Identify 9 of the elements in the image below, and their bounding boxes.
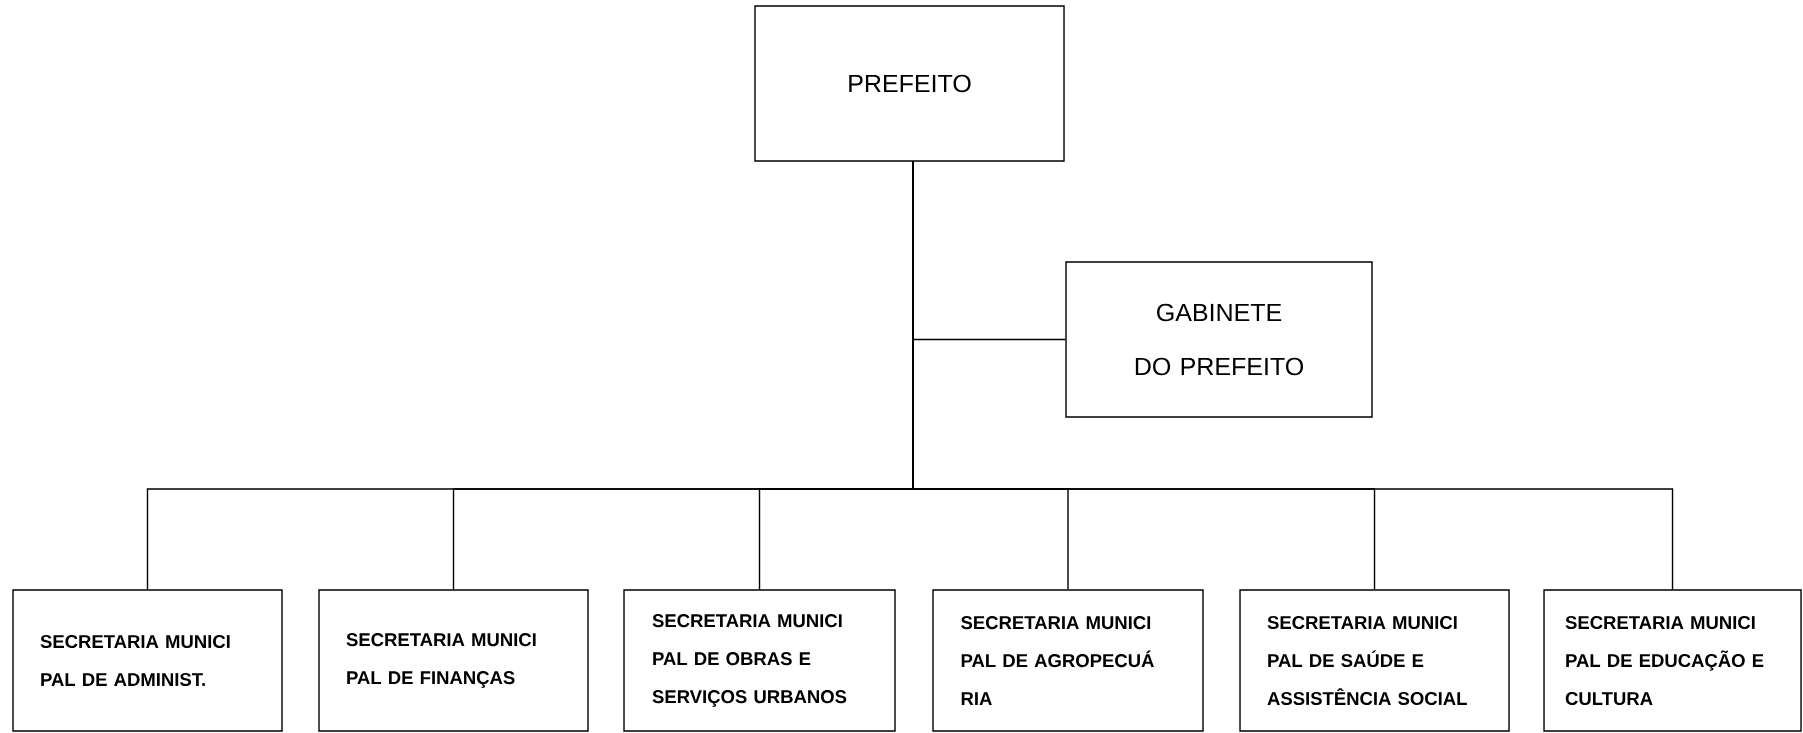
department-box: SECRETARIA MUNICI PAL DE FINANÇAS (318, 589, 589, 732)
department-box: SECRETARIA MUNICI PAL DE SAÚDE E ASSISTÊNCIA SOCIAL (1239, 589, 1510, 732)
title-box: PREFEITO (754, 5, 1065, 162)
department-box: SECRETARIA MUNICI PAL DE ADMINIST. (12, 589, 283, 732)
department-box: SECRETARIA MUNICI PAL DE OBRAS E SERVIÇOS URBANOS (623, 589, 896, 732)
office-box: GABINETE DO PREFEITO (1065, 261, 1373, 418)
department-box: SECRETARIA MUNICI PAL DE AGROPECUÁ RIA (932, 589, 1204, 732)
department-box: SECRETARIA MUNICI PAL DE EDUCAÇÃO E CULTURA (1543, 589, 1802, 732)
connector-line (912, 161, 1674, 590)
